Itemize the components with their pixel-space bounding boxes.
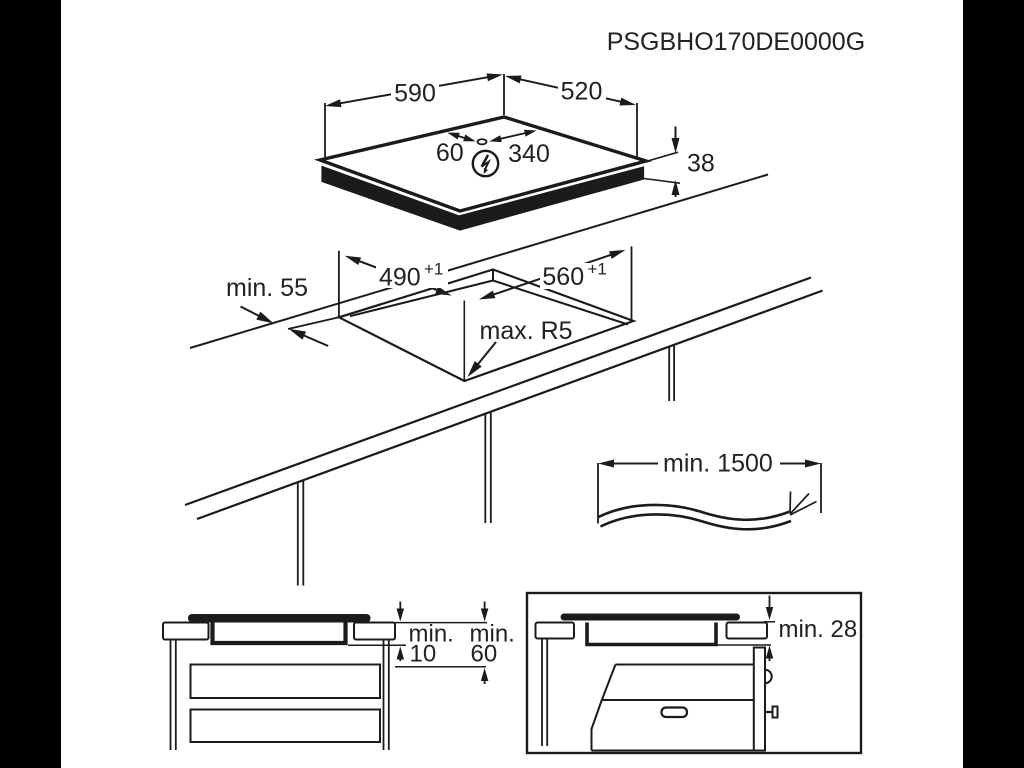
svg-text:min. 1500: min. 1500 [663, 450, 773, 478]
svg-text:60: 60 [471, 641, 498, 668]
svg-text:340: 340 [508, 140, 550, 168]
svg-text:+1: +1 [424, 260, 443, 279]
svg-text:+1: +1 [588, 260, 607, 279]
svg-text:38: 38 [687, 150, 715, 178]
svg-text:max. R5: max. R5 [480, 317, 573, 345]
svg-text:490: 490 [379, 264, 421, 292]
svg-text:590: 590 [394, 80, 436, 108]
svg-text:min.: min. [409, 621, 454, 648]
svg-text:10: 10 [410, 641, 437, 668]
svg-text:60: 60 [436, 139, 464, 167]
svg-text:520: 520 [561, 78, 603, 106]
svg-text:560: 560 [542, 263, 584, 291]
svg-text:PSGBHO170DE0000G: PSGBHO170DE0000G [607, 28, 865, 56]
svg-text:min.: min. [470, 621, 515, 648]
svg-text:min. 28: min. 28 [779, 616, 858, 643]
svg-text:min. 55: min. 55 [226, 274, 308, 302]
